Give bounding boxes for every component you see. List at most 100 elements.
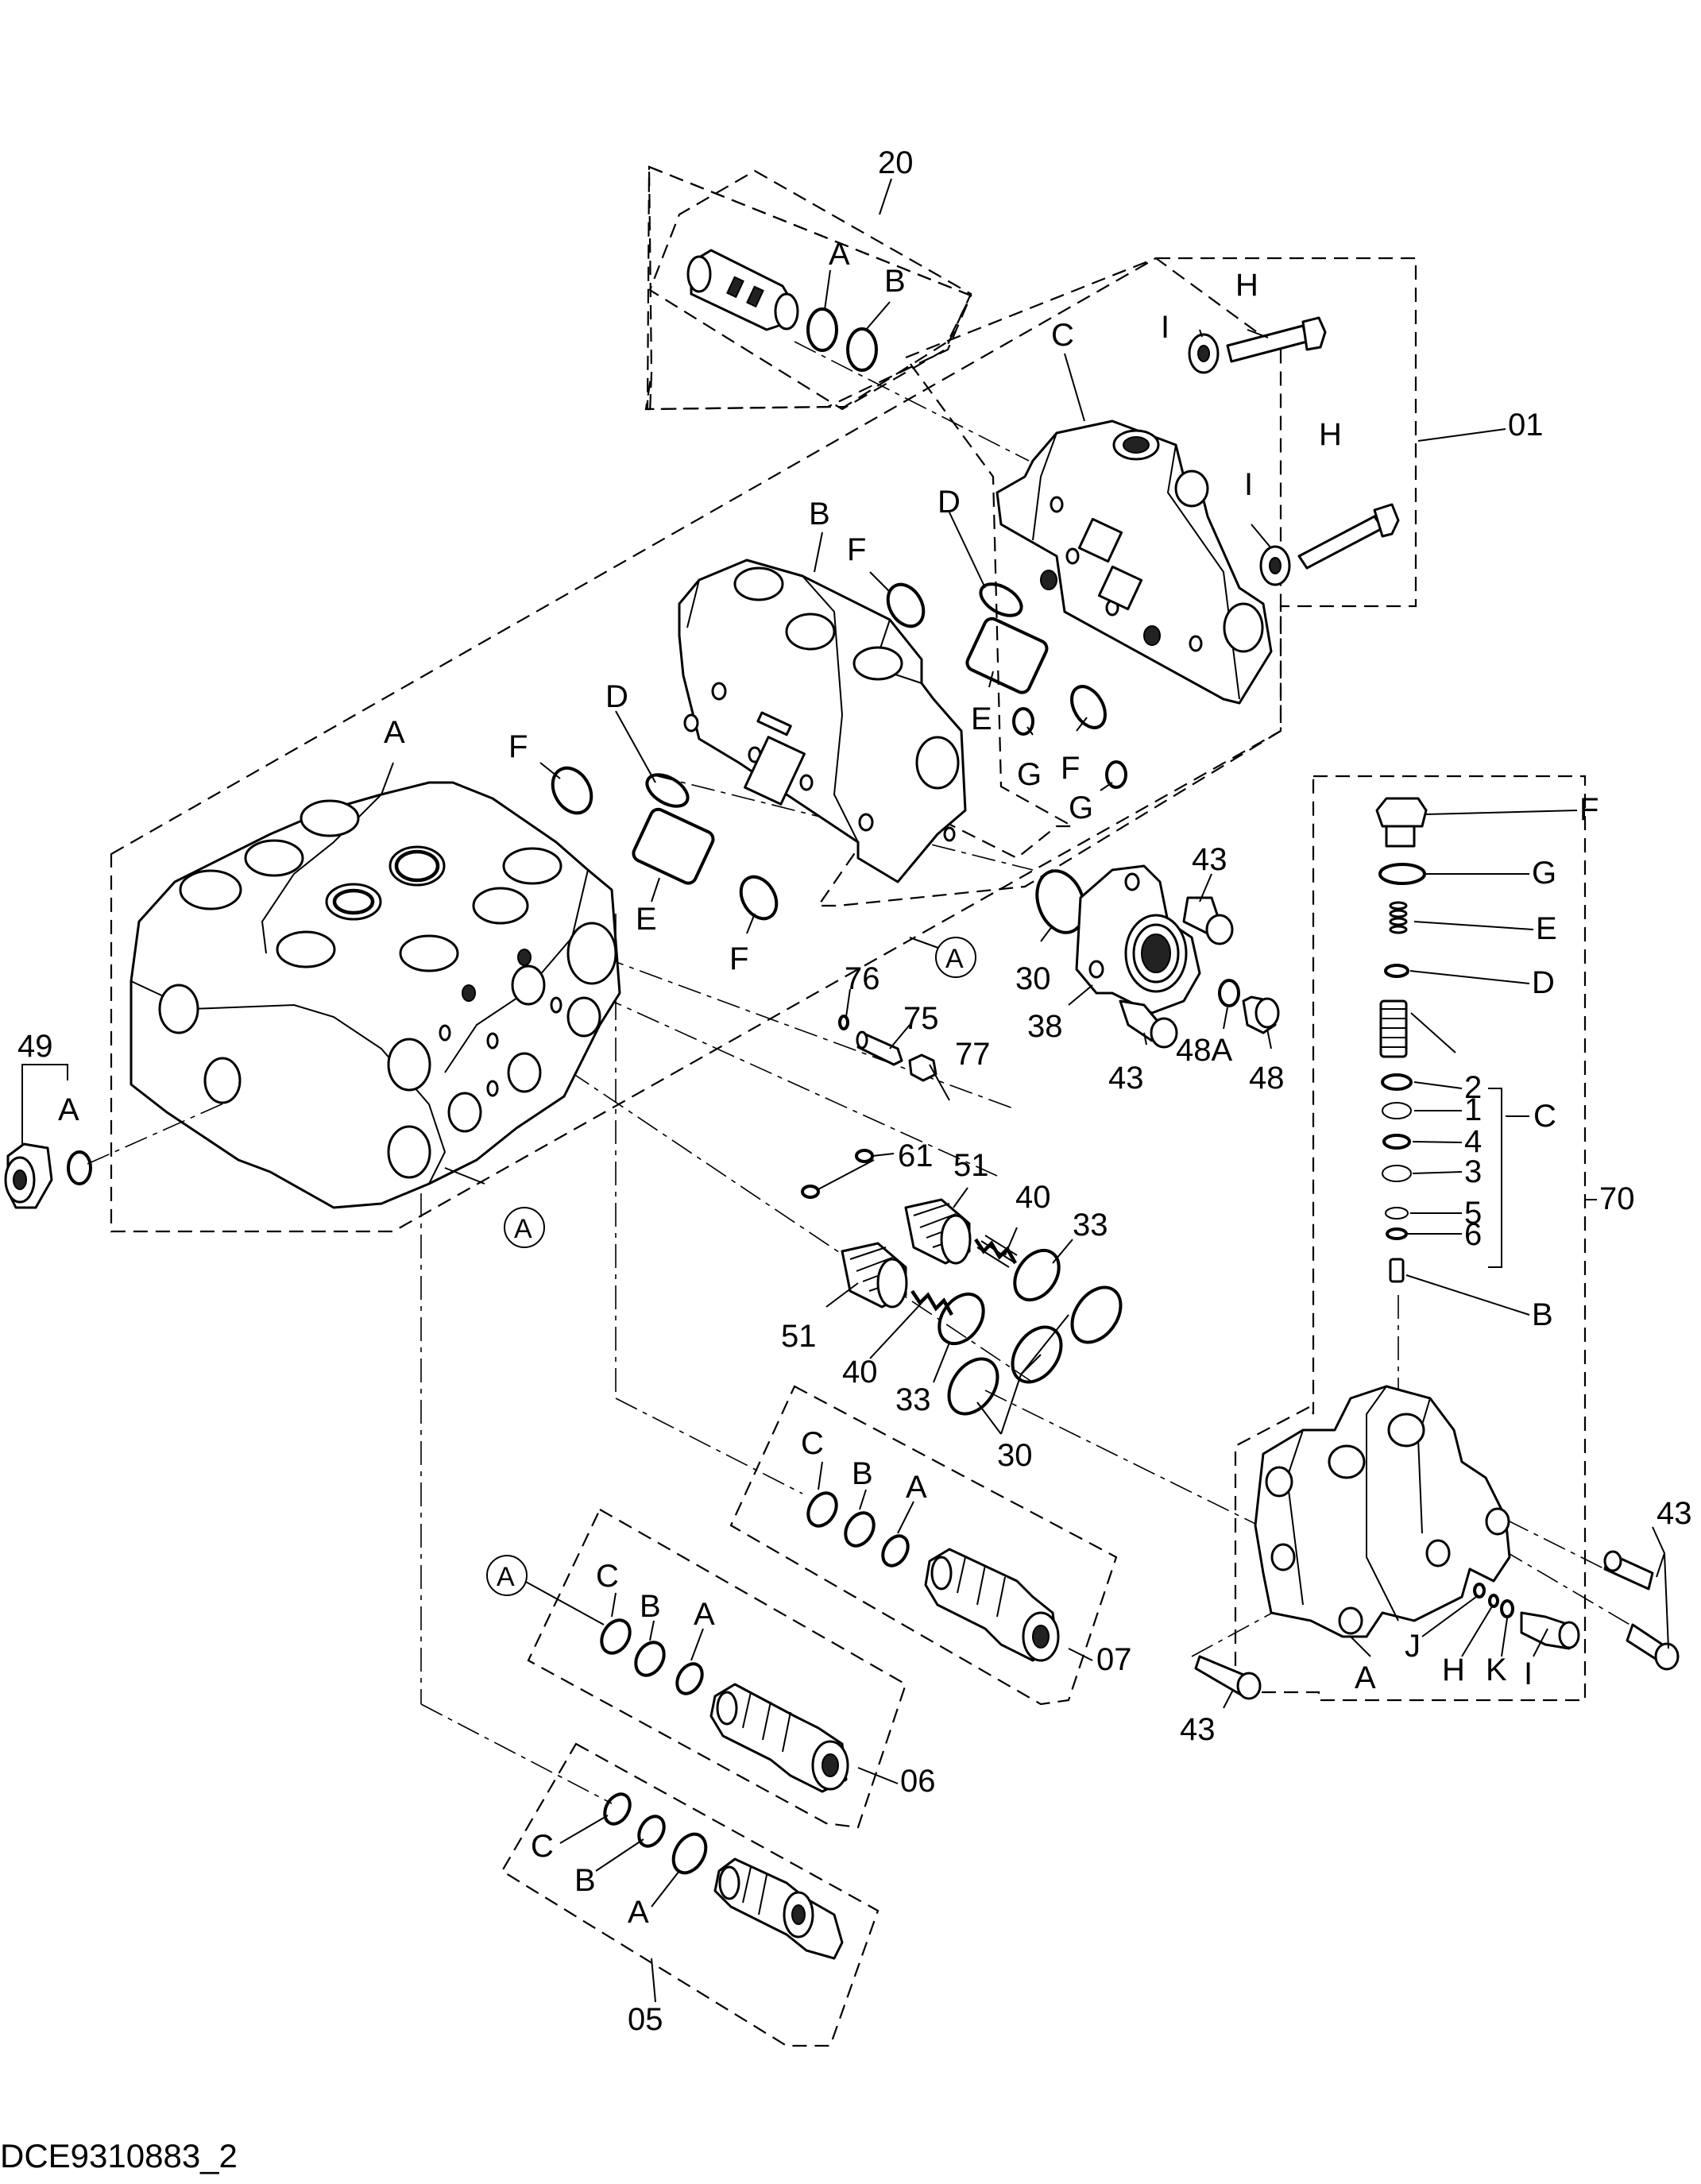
- plug-70-f: [1375, 797, 1428, 848]
- label-b-07: B: [852, 1456, 873, 1491]
- label-b-06: B: [640, 1589, 661, 1624]
- plunger-70: [1379, 999, 1408, 1058]
- spring-40-lower: [910, 1289, 953, 1316]
- label-h-lower: H: [1319, 417, 1342, 452]
- centerline: [420, 1703, 613, 1804]
- label-40-upper: 40: [1015, 1180, 1051, 1215]
- group-label-01: 01: [1508, 408, 1544, 443]
- o-ring-33-lower: [937, 1292, 985, 1346]
- label-51-upper: 51: [953, 1148, 989, 1183]
- centerline: [794, 341, 1030, 462]
- washer-i-lower: [1259, 545, 1291, 586]
- circle-a-text-1: A: [945, 944, 964, 974]
- label-c-06: C: [596, 1559, 619, 1594]
- group-20-boundary: [644, 165, 972, 414]
- label-i-lower: I: [1244, 467, 1253, 502]
- o-ring-70-1: [1382, 1102, 1412, 1119]
- label-40-lower: 40: [842, 1355, 878, 1390]
- label-c-07: C: [801, 1426, 824, 1461]
- circle-a-text-2: A: [514, 1214, 532, 1244]
- bolt-43-lower: [1119, 999, 1178, 1049]
- label-f-1: F: [847, 532, 866, 567]
- o-ring-f4: [739, 875, 779, 921]
- label-f-2: F: [1061, 751, 1080, 786]
- bolt-70-43-right-upper: [1603, 1550, 1654, 1591]
- plug-49: [4, 1142, 53, 1209]
- relief-cartridge-20: [686, 249, 799, 331]
- middle-section-b: [678, 559, 967, 883]
- label-e-1: E: [971, 702, 992, 736]
- label-d-1: D: [937, 485, 961, 520]
- label-30-upper: 30: [1015, 961, 1051, 996]
- label-76: 76: [845, 961, 880, 996]
- o-ring-07a: [881, 1534, 910, 1567]
- o-ring-05a: [671, 1832, 708, 1875]
- bolt-h-upper: [1226, 316, 1327, 363]
- end-cover-c: [995, 419, 1273, 705]
- label-48a: 48A: [1176, 1033, 1232, 1068]
- cartridge-07: [924, 1548, 1060, 1662]
- gasket-e1: [965, 617, 1049, 694]
- label-c-body: C: [1051, 318, 1074, 353]
- group-label-70: 70: [1599, 1181, 1635, 1216]
- o-ring-f1: [886, 582, 926, 628]
- label-51-lower: 51: [781, 1319, 817, 1354]
- label-75: 75: [903, 1001, 939, 1036]
- label-k-70: K: [1486, 1652, 1507, 1687]
- o-ring-20b: [846, 327, 878, 372]
- o-ring-70-6: [1386, 1227, 1408, 1240]
- label-a-05: A: [628, 1895, 649, 1930]
- drawing-number-caption: DCE9310883_2: [0, 2137, 238, 2174]
- o-ring-70-2: [1381, 1073, 1413, 1091]
- o-ring-76: [838, 1015, 849, 1030]
- o-ring-48a: [1218, 979, 1240, 1007]
- label-b-20: B: [884, 264, 906, 299]
- label-d-70: D: [1532, 965, 1555, 1000]
- o-ring-61b: [801, 1185, 820, 1199]
- label-33-upper: 33: [1073, 1208, 1108, 1243]
- group-07-boundary: [729, 1385, 1118, 1706]
- group-05-boundary: [501, 1742, 879, 2047]
- label-70-3: 3: [1464, 1154, 1482, 1189]
- o-ring-49a: [67, 1150, 92, 1185]
- bolt-43-upper: [1182, 896, 1234, 945]
- label-70-5: 5: [1464, 1196, 1482, 1231]
- centerline: [1501, 1548, 1637, 1629]
- label-77: 77: [955, 1037, 991, 1072]
- labels: 20 A B H I C 01 H I B D F E G F G A F D …: [17, 145, 1692, 2037]
- centerline: [615, 1397, 803, 1494]
- o-ring-30-upper: [1035, 869, 1086, 934]
- o-ring-61a: [855, 1149, 874, 1163]
- leader-lines: [381, 178, 1669, 2003]
- label-30-lower: 30: [997, 1438, 1033, 1473]
- o-ring-70-k: [1500, 1599, 1514, 1618]
- o-ring-30a: [1070, 1285, 1123, 1344]
- o-ring-70-h: [1488, 1594, 1499, 1608]
- label-i-70: I: [1524, 1656, 1533, 1691]
- group-06-boundary: [527, 1508, 907, 1829]
- cartridge-05: [713, 1857, 844, 1960]
- group-20-outline: [646, 165, 972, 411]
- label-a-49: A: [58, 1092, 79, 1127]
- o-ring-d2: [645, 773, 690, 808]
- label-h-70: H: [1442, 1652, 1465, 1687]
- circle-a-marker-1: [935, 937, 976, 978]
- spring-40-upper: [974, 1235, 1018, 1268]
- nut-77: [908, 1053, 937, 1082]
- o-ring-06a: [675, 1662, 704, 1695]
- label-70-1: 1: [1464, 1092, 1482, 1127]
- group-label-20: 20: [878, 145, 914, 180]
- label-c-70: C: [1533, 1099, 1556, 1134]
- label-a-body: A: [384, 715, 405, 750]
- group-label-05: 05: [628, 2002, 663, 2037]
- o-ring-06b: [634, 1641, 666, 1677]
- label-38: 38: [1027, 1009, 1063, 1044]
- label-43-b: 43: [1108, 1061, 1144, 1096]
- label-49: 49: [17, 1029, 53, 1064]
- label-70-2: 2: [1464, 1070, 1482, 1105]
- label-e-2: E: [636, 902, 657, 937]
- circle-a-marker-2: [504, 1207, 545, 1248]
- spring-51-lower: [841, 1242, 908, 1308]
- circle-a-text-3: A: [497, 1562, 515, 1592]
